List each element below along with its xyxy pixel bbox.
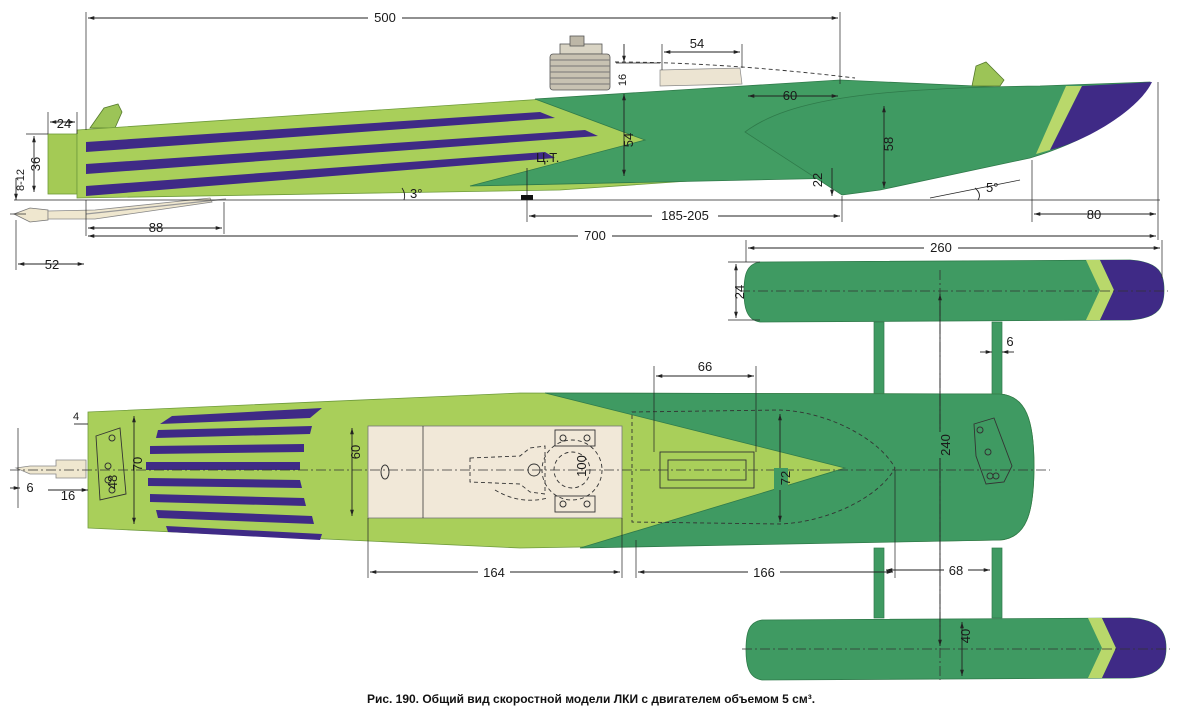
- cg-mark: [521, 195, 533, 200]
- dim-16-stern: 16: [61, 488, 75, 503]
- deck-tank: [659, 67, 743, 87]
- dim-100: 100: [574, 455, 589, 477]
- dim-22: 22: [810, 173, 825, 187]
- top-view: 260 24 6 66 240 60 70 100 72 4: [10, 240, 1170, 681]
- propeller-stub: [14, 459, 87, 479]
- rudder-plate: [95, 427, 127, 501]
- hull-top-stripes: [146, 408, 322, 540]
- dim-16: 16: [617, 74, 629, 86]
- dim-166: 166: [753, 565, 775, 580]
- dim-60-side: 60: [783, 88, 797, 103]
- dim-48: 48: [105, 475, 120, 489]
- dim-6-strut: 6: [1006, 334, 1013, 349]
- dim-6-stern: 6: [26, 480, 33, 495]
- cover-outline: [631, 409, 896, 525]
- dim-40: 40: [958, 629, 973, 643]
- sponson-top-upper: [740, 259, 1168, 323]
- sponson-top-lower: [742, 617, 1170, 681]
- dim-700: 700: [584, 228, 606, 243]
- dim-66: 66: [698, 359, 712, 374]
- figure-caption: Рис. 190. Общий вид скоростной модели ЛК…: [366, 692, 816, 706]
- dim-54-hull: 54: [621, 133, 636, 147]
- dim-164: 164: [483, 565, 505, 580]
- rear-fin: [89, 103, 123, 129]
- dim-52: 52: [45, 257, 59, 272]
- dim-240: 240: [938, 434, 953, 456]
- dim-185-205: 185-205: [661, 208, 709, 223]
- dim-24-side: 24: [57, 116, 71, 131]
- dim-54-top: 54: [690, 36, 704, 51]
- dim-58: 58: [881, 137, 896, 151]
- engine: [549, 35, 611, 91]
- sponson-stripe-light: [1036, 86, 1082, 154]
- dim-80: 80: [1087, 207, 1101, 222]
- dim-4: 4: [73, 411, 79, 423]
- transom-block: [47, 133, 78, 195]
- dim-8-12: 8-12: [15, 169, 27, 191]
- front-fin: [971, 61, 1005, 87]
- hull-stripes: [86, 112, 598, 196]
- dim-72: 72: [778, 471, 793, 485]
- sponson-side: [744, 81, 1151, 196]
- cg-label: Ц.Т.: [536, 150, 559, 165]
- bow-plate: [973, 417, 1013, 485]
- dim-68: 68: [949, 563, 963, 578]
- dim-260: 260: [930, 240, 952, 255]
- canopy-dash: [614, 61, 856, 79]
- sponson-nose-purple: [1050, 82, 1152, 150]
- dim-500: 500: [374, 10, 396, 25]
- hull-top-forward: [544, 392, 1035, 549]
- dim-60-top: 60: [348, 445, 363, 459]
- dim-70: 70: [130, 457, 145, 471]
- angle-3: 3°: [410, 186, 422, 201]
- side-view: Ц.Т. 500 54 16 60 54 58 22 5°: [10, 9, 1160, 272]
- dim-88: 88: [149, 220, 163, 235]
- angle-5: 5°: [986, 180, 998, 195]
- propeller-shaft: [13, 197, 227, 223]
- dim-36: 36: [28, 157, 43, 171]
- dim-24-top: 24: [732, 285, 747, 299]
